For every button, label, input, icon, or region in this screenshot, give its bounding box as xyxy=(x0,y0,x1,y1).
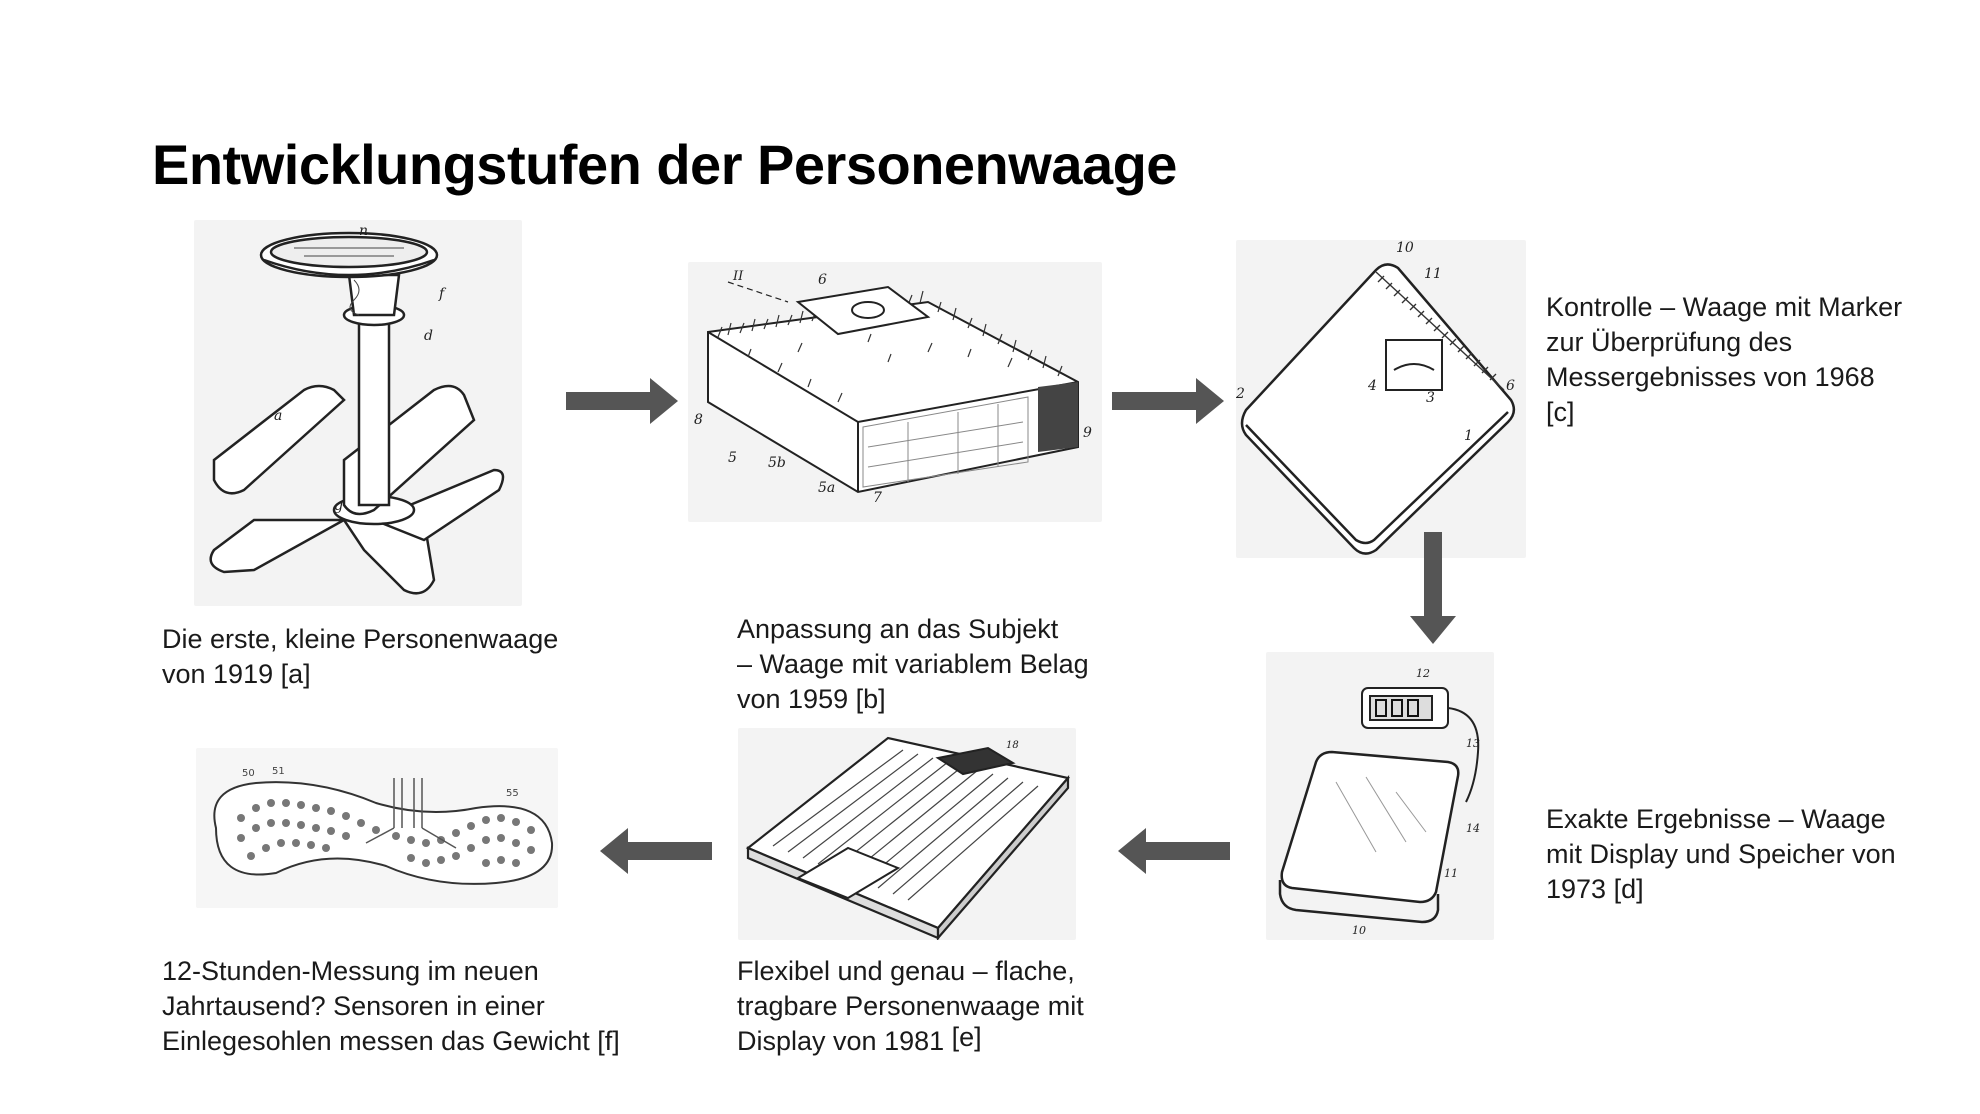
svg-text:II: II xyxy=(732,269,744,284)
svg-text:50: 50 xyxy=(242,768,255,779)
svg-text:f: f xyxy=(438,286,447,302)
display-scale-drawing: 12 13 14 11 10 xyxy=(1266,652,1494,940)
svg-text:3: 3 xyxy=(1426,390,1435,406)
caption-line: Display von 1981 [e] xyxy=(737,1022,1084,1059)
caption-line: Anpassung an das Subjekt xyxy=(737,614,1059,644)
svg-text:2: 2 xyxy=(1236,386,1245,402)
caption-line: Jahrtausend? Sensoren in einer xyxy=(162,991,545,1021)
svg-text:7: 7 xyxy=(873,490,882,506)
caption-text: Display von 1981 xyxy=(737,1026,945,1056)
caption-line: [c] xyxy=(1546,397,1575,427)
caption-line: zur Überprüfung des xyxy=(1546,327,1793,357)
flat-scale-drawing: 18 xyxy=(738,728,1076,940)
caption-line: Messergebnisses von 1968 xyxy=(1546,362,1875,392)
page-title: Entwicklungstufen der Personenwaage xyxy=(152,133,1177,196)
arrow-right-icon xyxy=(1112,378,1224,424)
caption-stage-a: Die erste, kleine Personenwaage von 1919… xyxy=(162,622,558,692)
caption-stage-e: Flexibel und genau – flache, tragbare Pe… xyxy=(737,954,1084,1059)
caption-stage-d: Exakte Ergebnisse – Waage mit Display un… xyxy=(1546,802,1896,907)
svg-text:5a: 5a xyxy=(818,480,835,496)
svg-text:4: 4 xyxy=(1367,378,1377,394)
caption-line: tragbare Personenwaage mit xyxy=(737,991,1084,1021)
caption-stage-b: Anpassung an das Subjekt – Waage mit var… xyxy=(737,612,1089,717)
arrow-right-icon xyxy=(566,378,678,424)
svg-text:55: 55 xyxy=(506,788,519,799)
svg-text:14: 14 xyxy=(1466,822,1480,835)
svg-text:6: 6 xyxy=(1506,378,1515,394)
caption-line: Flexibel und genau – flache, xyxy=(737,956,1075,986)
svg-text:9: 9 xyxy=(1083,425,1092,441)
svg-text:n: n xyxy=(359,223,368,239)
caption-line: 1973 [d] xyxy=(1546,874,1644,904)
carpet-scale-drawing: II 6 8 5 5b 5a 7 9 xyxy=(688,262,1102,522)
svg-text:12: 12 xyxy=(1416,667,1430,680)
svg-text:a: a xyxy=(274,408,282,424)
svg-text:d: d xyxy=(424,328,433,344)
insole-sensor-drawing: 50 51 55 xyxy=(196,748,558,908)
svg-text:11: 11 xyxy=(1444,867,1458,880)
svg-text:5: 5 xyxy=(728,450,737,466)
caption-line: 12-Stunden-Messung im neuen xyxy=(162,956,539,986)
marker-scale-drawing: 10 11 2 1 6 4 3 xyxy=(1236,240,1526,558)
svg-text:10: 10 xyxy=(1396,240,1414,256)
svg-text:13: 13 xyxy=(1466,737,1480,750)
arrow-left-icon xyxy=(600,828,712,874)
caption-reference: [e] xyxy=(951,1022,982,1052)
caption-line: Die erste, kleine Personenwaage xyxy=(162,624,559,654)
caption-line: – Waage mit variablem Belag xyxy=(737,649,1089,679)
svg-text:10: 10 xyxy=(1352,924,1366,937)
caption-line: mit Display und Speicher von xyxy=(1546,839,1896,869)
svg-text:51: 51 xyxy=(272,766,285,777)
svg-text:11: 11 xyxy=(1424,266,1442,282)
arrow-down-icon xyxy=(1410,532,1456,644)
svg-text:1: 1 xyxy=(1464,428,1473,444)
svg-text:5b: 5b xyxy=(768,455,786,471)
caption-line: Kontrolle – Waage mit Marker xyxy=(1546,292,1903,322)
arrow-left-icon xyxy=(1118,828,1230,874)
caption-line: von 1919 [a] xyxy=(162,659,311,689)
pedestal-scale-drawing: n a d f g xyxy=(194,220,522,606)
svg-text:8: 8 xyxy=(694,412,703,428)
caption-line: von 1959 [b] xyxy=(737,684,886,714)
svg-text:g: g xyxy=(334,498,343,514)
caption-line: Exakte Ergebnisse – Waage xyxy=(1546,804,1886,834)
svg-text:6: 6 xyxy=(818,272,827,288)
caption-stage-f: 12-Stunden-Messung im neuen Jahrtausend?… xyxy=(162,954,620,1059)
caption-line: Einlegesohlen messen das Gewicht [f] xyxy=(162,1026,620,1056)
svg-text:18: 18 xyxy=(1006,740,1019,751)
caption-stage-c: Kontrolle – Waage mit Marker zur Überprü… xyxy=(1546,290,1902,430)
